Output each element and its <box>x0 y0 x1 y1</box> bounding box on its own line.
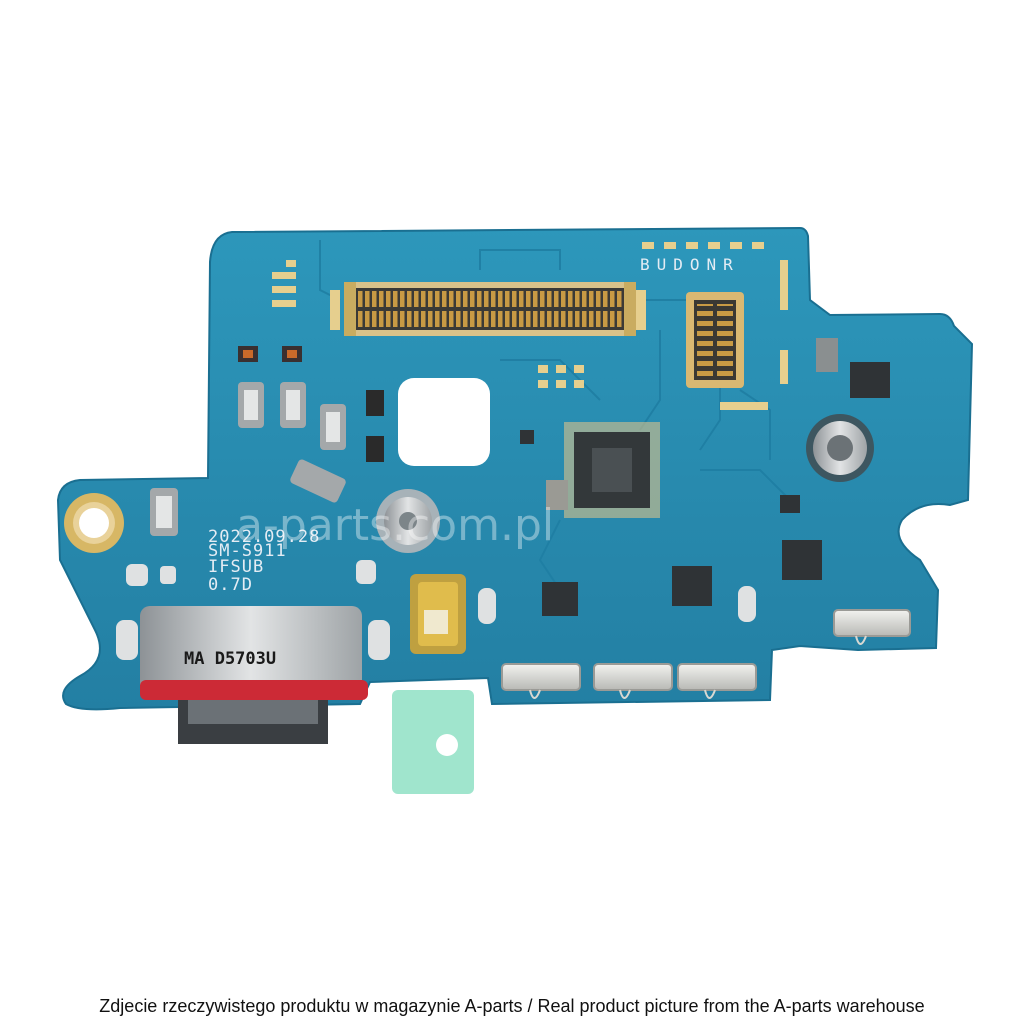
board-name: IFSUB <box>208 557 264 577</box>
smd-components <box>116 346 756 660</box>
watermark: a-parts.com.pl <box>236 500 554 551</box>
silkscreen-text: 2022.09.28 SM-S911 IFSUB 0.7D <box>208 527 320 595</box>
foam-gasket <box>392 690 474 794</box>
flex-connector-small <box>686 292 744 388</box>
usb-connector-code: MA D5703U <box>184 649 276 669</box>
usb-c-port: MA D5703U <box>140 606 368 744</box>
pad-letters: BUDONR <box>640 255 740 274</box>
date-code: 2022.09.28 <box>208 527 320 547</box>
spring-contacts <box>501 609 911 699</box>
photo-caption: Zdjecie rzeczywistego produktu w magazyn… <box>99 996 925 1016</box>
model-code: SM-S911 <box>208 541 287 561</box>
board-revision: 0.7D <box>208 575 253 595</box>
board-to-board-connector <box>344 282 636 336</box>
test-pads <box>272 242 788 410</box>
small-ics <box>520 338 890 616</box>
main-ic-chip <box>564 422 660 518</box>
